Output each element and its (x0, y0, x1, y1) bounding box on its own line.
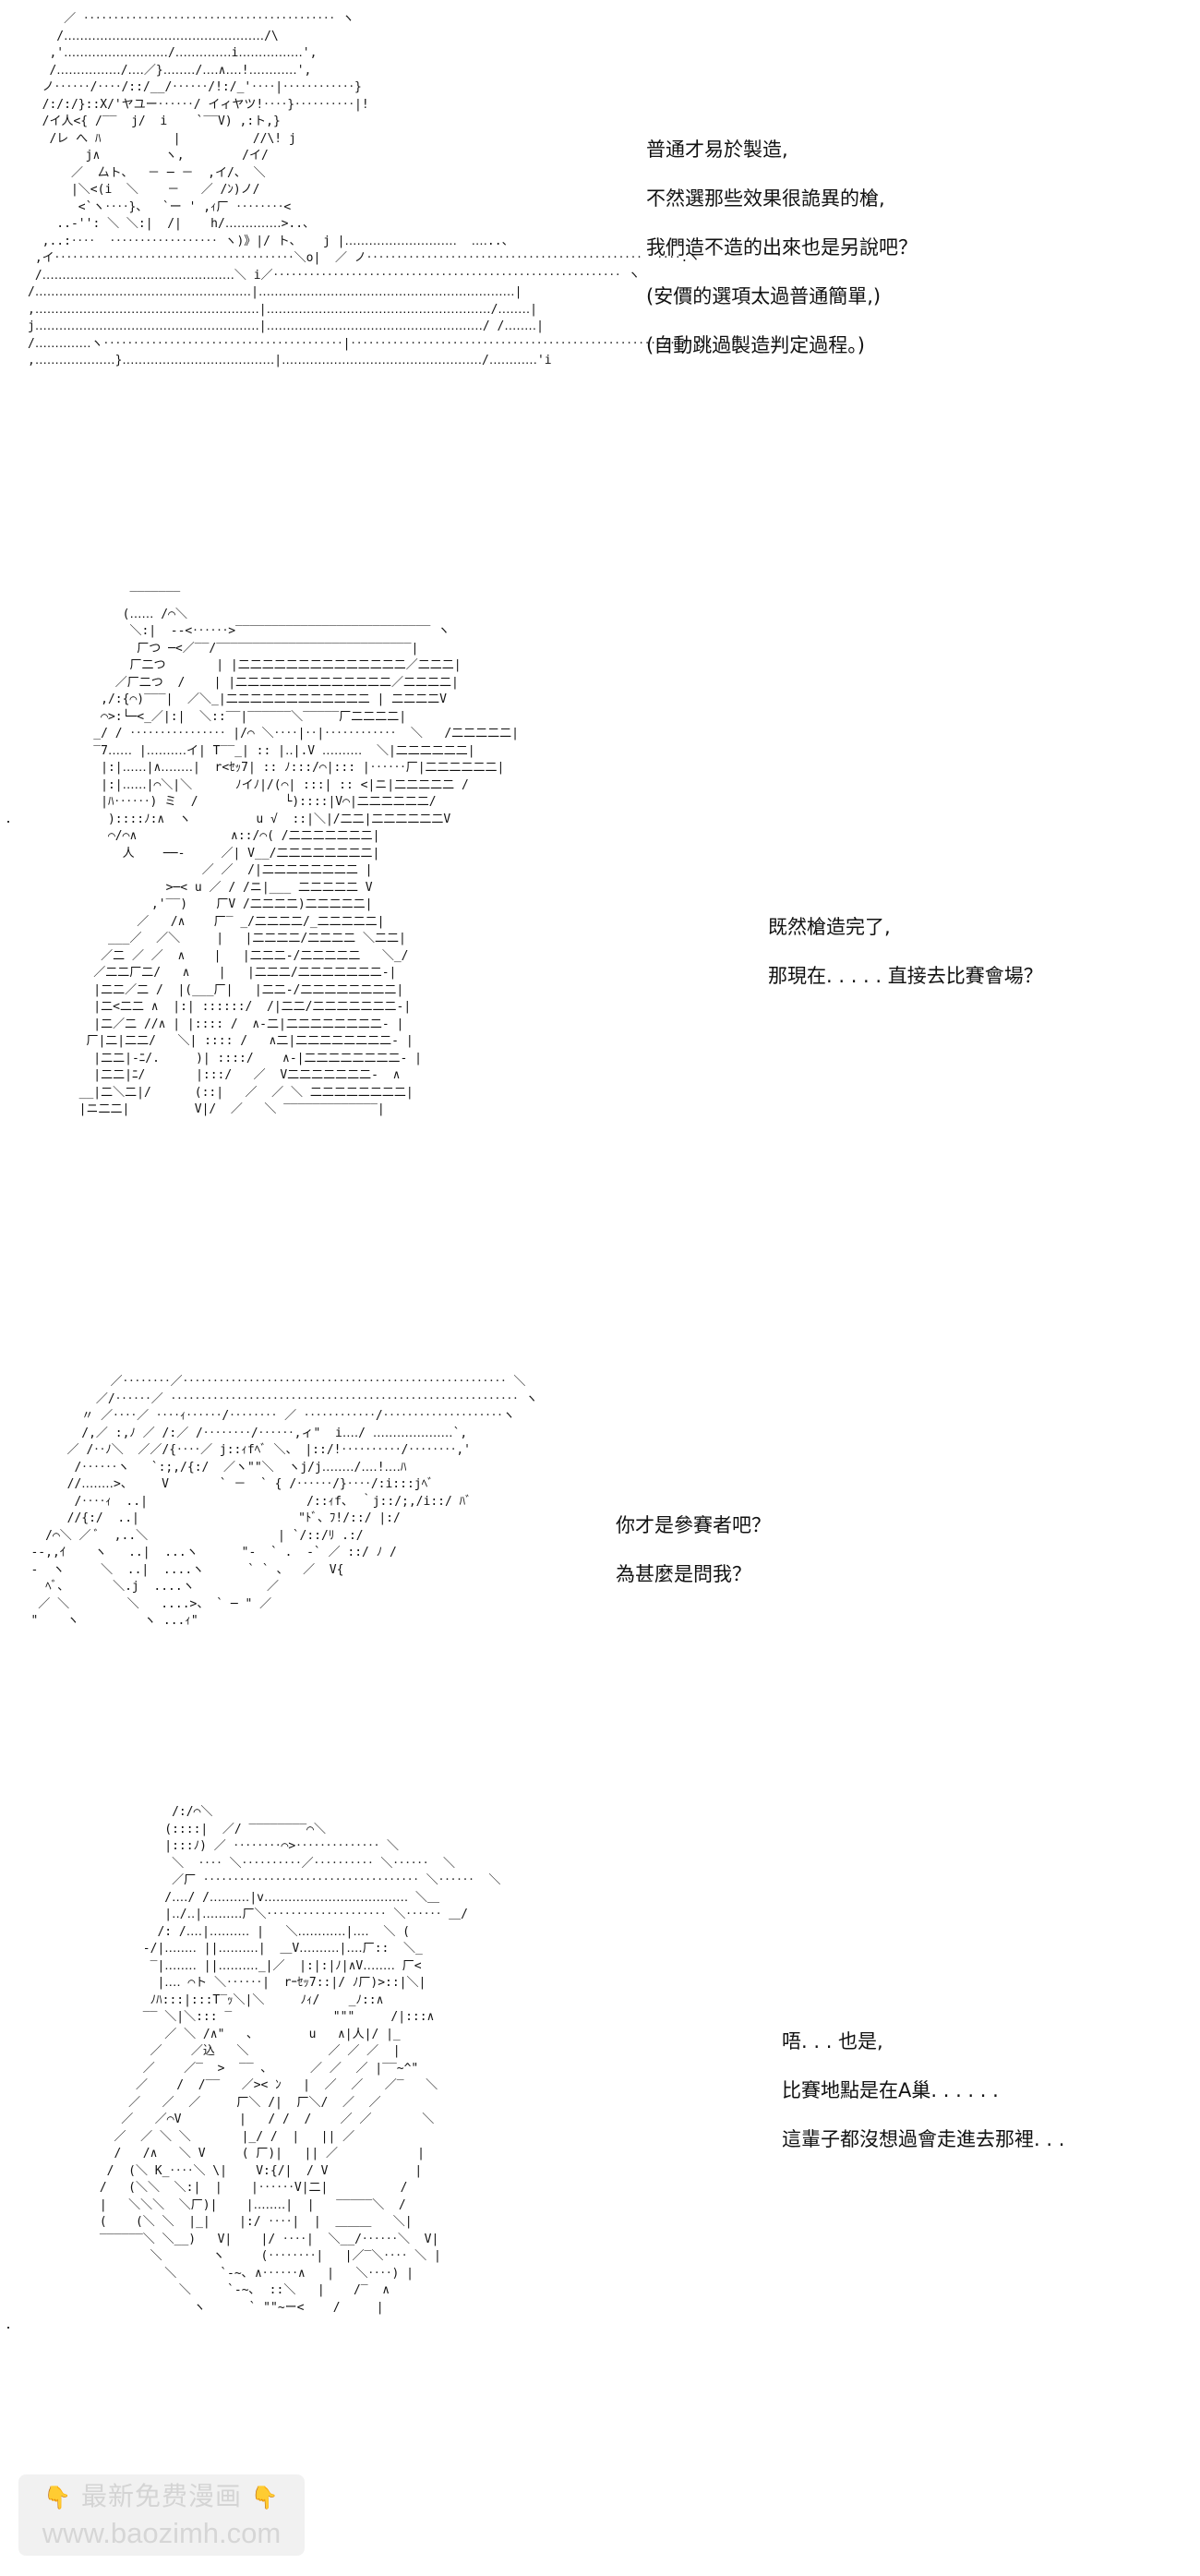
watermark-line1: 最新免费漫画 (80, 2481, 242, 2511)
watermark-url[interactable]: www.baozimh.com (42, 2517, 282, 2549)
pointing-down-hand-icon: 👇 (250, 2485, 280, 2510)
pointing-down-hand-icon: 👇 (43, 2485, 73, 2510)
dialogue-line: 你才是參賽者吧？ (616, 1514, 771, 1536)
panel-1: ／ ‥‥‥‥‥‥‥‥‥‥‥‥‥‥‥‥‥‥‥‥‥ ヽ /‥‥‥‥‥‥‥‥‥‥‥‥‥… (0, 0, 1200, 554)
stray-dot (7, 2327, 9, 2329)
watermark[interactable]: 👇 最新免费漫画 👇 www.baozimh.com (18, 2474, 305, 2556)
dialogue-line: 這輩子都沒想過會走進去那裡. . . (782, 2128, 1065, 2150)
panel-4: /:/⌒＼ (::::| ／/ ‾‾‾‾‾‾‾‾⌒＼ |:::ﾉ) ／ ‥‥‥‥… (0, 1791, 1200, 2576)
dialogue-block: 普通才易於製造, 不然選那些效果很詭異的槍, 我們造不造的出來也是另說吧？ (安… (646, 126, 918, 370)
watermark-title: 👇 最新免费漫画 👇 (18, 2480, 305, 2514)
ascii-art-character-face: ／‥‥‥‥／‥‥‥‥‥‥‥‥‥‥‥‥‥‥‥‥‥‥‥‥‥‥‥‥‥‥‥ ＼ ／/‥‥… (30, 1375, 538, 1628)
dialogue-block: 你才是參賽者吧？ 為甚麼是問我？ (616, 1501, 771, 1599)
dialogue-line: 普通才易於製造, (646, 138, 788, 161)
ascii-art-character-with-gun: ‾‾‾‾‾‾‾ (‥‥‥ /⌒＼ ＼:| ‐‐<‥‥‥>‾‾‾‾‾‾‾‾‾‾‾‾… (78, 590, 520, 1116)
dialogue-block: 既然槍造完了, 那現在. . . . . 直接去比賽會場？ (768, 903, 1043, 1001)
dialogue-line: (自動跳過製造判定過程。) (646, 334, 865, 356)
dialogue-line: 比賽地點是在A巢. . . . . . (782, 2079, 999, 2101)
dialogue-line: (安價的選項太過普通簡單,) (646, 285, 882, 307)
dialogue-line: 那現在. . . . . 直接去比賽會場？ (768, 965, 1043, 987)
dialogue-line: 為甚麼是問我？ (616, 1563, 751, 1585)
dialogue-line: 我們造不造的出來也是另說吧？ (646, 236, 918, 259)
ascii-art-character-thinking: /:/⌒＼ (::::| ／/ ‾‾‾‾‾‾‾‾⌒＼ |:::ﾉ) ／ ‥‥‥‥… (99, 1805, 501, 2315)
panel-2: ‾‾‾‾‾‾‾ (‥‥‥ /⌒＼ ＼:| ‐‐<‥‥‥>‾‾‾‾‾‾‾‾‾‾‾‾… (0, 572, 1200, 1330)
dialogue-line: 唔. . . 也是, (782, 2030, 883, 2052)
dialogue-line: 既然槍造完了, (768, 916, 891, 938)
panel-3: ／‥‥‥‥／‥‥‥‥‥‥‥‥‥‥‥‥‥‥‥‥‥‥‥‥‥‥‥‥‥‥‥ ＼ ／/‥‥… (0, 1348, 1200, 1754)
ascii-art-character: ／ ‥‥‥‥‥‥‥‥‥‥‥‥‥‥‥‥‥‥‥‥‥ ヽ /‥‥‥‥‥‥‥‥‥‥‥‥‥… (28, 12, 738, 367)
stray-dot (7, 821, 9, 823)
dialogue-block: 唔. . . 也是, 比賽地點是在A巢. . . . . . 這輩子都沒想過會走… (782, 2017, 1064, 2164)
dialogue-line: 不然選那些效果很詭異的槍, (646, 187, 885, 210)
